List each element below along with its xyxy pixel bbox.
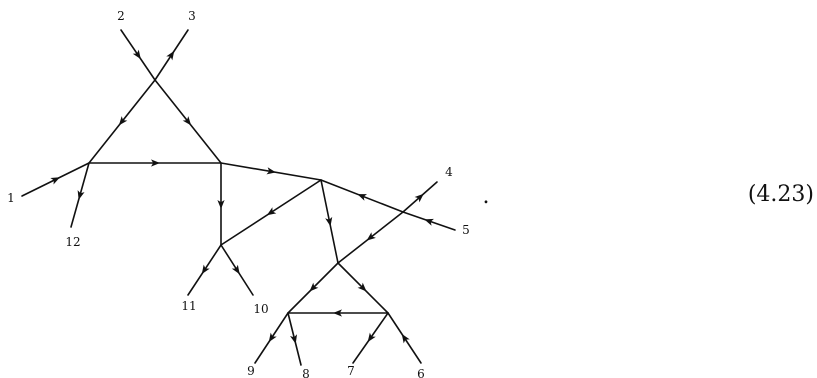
leg-11-arrowhead [201,264,210,275]
leg-label-8: 8 [302,367,310,378]
diagram-labels: 1 2 3 4 5 6 7 8 9 10 11 12 [7,9,470,378]
leg-10-arrowhead [231,264,240,275]
leg-label-6: 6 [417,367,425,378]
leg-label-7: 7 [347,364,355,378]
internal-arrowhead-i-h [333,309,342,317]
leg-6-arrowhead [401,333,410,344]
internal-arrowhead-b-c [151,159,160,167]
leg-9-arrowhead [268,332,277,343]
leg-label-1: 1 [7,191,15,205]
leg-4-arrowhead [414,193,424,203]
internal-arrowhead-g-i [357,282,367,292]
leg-5-arrowhead [424,218,434,226]
internal-arrowhead-a-c [182,116,192,126]
leg-2-arrowhead [132,49,141,60]
internal-arrowhead-c-e [217,200,225,209]
internal-arrowhead-f-g [366,232,376,241]
leg-label-11: 11 [181,299,196,313]
leg-label-4: 4 [445,165,453,179]
internal-arrowhead-d-e [266,207,277,216]
leg-3-arrowhead [166,50,175,61]
leg-7-arrowhead [367,332,376,343]
leg-label-2: 2 [117,9,125,23]
leg-label-9: 9 [247,364,255,378]
leg-12-arrowhead [77,190,85,200]
leg-label-12: 12 [65,235,80,249]
equation-number: (4.23) [748,182,814,207]
internal-arrowhead-g-h [309,282,319,292]
diagram-edges [21,29,456,366]
leg-label-10: 10 [253,302,268,316]
leg-8-arrowhead [290,334,298,344]
leg-1-arrowhead [50,177,60,185]
leg-label-5: 5 [462,223,470,237]
internal-arrowhead-d-g [325,216,333,227]
internal-arrowhead-c-d [266,167,276,175]
trailing-period: . [483,184,490,209]
internal-arrowhead-a-b [118,116,128,126]
internal-arrowhead-f-d [357,194,368,201]
leg-label-3: 3 [188,9,196,23]
